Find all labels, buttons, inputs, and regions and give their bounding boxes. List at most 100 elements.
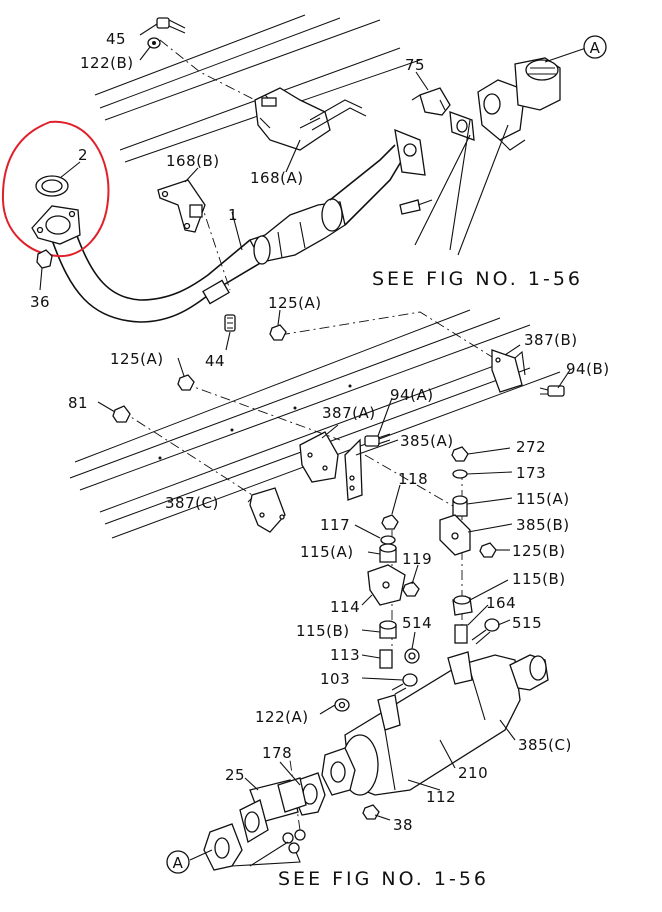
label-173: 173 <box>516 464 546 482</box>
collar-164 <box>454 624 468 644</box>
label-168a: 168(A) <box>250 169 304 187</box>
svg-text:A: A <box>590 39 601 57</box>
label-112: 112 <box>426 788 456 806</box>
front-pipe-1 <box>51 128 426 323</box>
label-387c: 387(C) <box>165 494 219 512</box>
label-1: 1 <box>228 206 238 224</box>
label-168b: 168(B) <box>166 152 220 170</box>
label-115a-2: 115(A) <box>300 543 354 561</box>
label-115a-1: 115(A) <box>516 490 570 508</box>
nut-122a <box>334 698 350 712</box>
label-94a: 94(A) <box>390 386 434 404</box>
highlight-circle <box>1 120 110 258</box>
nut-118 <box>381 514 399 530</box>
label-see-fig-2: SEE FIG NO. 1-56 <box>278 868 489 890</box>
bolt-515 <box>471 618 500 645</box>
label-210: 210 <box>458 764 488 782</box>
bolt-44 <box>224 314 236 332</box>
label-75: 75 <box>405 56 425 74</box>
label-387b: 387(B) <box>524 331 578 349</box>
label-178: 178 <box>262 744 292 762</box>
bolt-94a <box>364 433 391 447</box>
hanger-168b <box>157 179 206 233</box>
bolt-103 <box>391 673 418 695</box>
rubber-115a-2 <box>379 543 397 563</box>
leader-lines <box>39 23 587 867</box>
nut-125a-1 <box>269 324 287 341</box>
rubber-115b-1 <box>452 595 473 616</box>
label-45: 45 <box>106 30 126 48</box>
label-114: 114 <box>330 598 360 616</box>
label-115b-1: 115(B) <box>512 570 566 588</box>
bracket-385c <box>377 651 473 731</box>
label-387a: 387(A) <box>322 404 376 422</box>
label-see-fig-1: SEE FIG NO. 1-56 <box>372 268 583 290</box>
label-113: 113 <box>330 646 360 664</box>
gasket-2 <box>35 175 69 197</box>
label-514: 514 <box>402 614 432 632</box>
bracket-387a <box>299 431 339 483</box>
hanger-168a <box>254 87 367 151</box>
label-25: 25 <box>225 766 245 784</box>
label-94b: 94(B) <box>566 360 610 378</box>
rubber-115a-1 <box>452 495 468 517</box>
label-385a: 385(A) <box>400 432 454 450</box>
washer-173 <box>452 469 468 479</box>
label-385c: 385(C) <box>518 736 572 754</box>
bolt-front <box>399 199 433 215</box>
label-125a-1: 125(A) <box>268 294 322 312</box>
part-75 <box>411 87 451 116</box>
bracket-387b <box>491 349 526 393</box>
label-118: 118 <box>398 470 428 488</box>
label-385b: 385(B) <box>516 516 570 534</box>
callout-a-bottom: A <box>166 850 190 874</box>
callout-a-top: A <box>583 35 607 59</box>
muffler-210 <box>341 654 549 796</box>
label-117: 117 <box>320 516 350 534</box>
nut-122b <box>147 37 161 49</box>
nut-514 <box>404 648 420 664</box>
bolt-45 <box>156 17 186 34</box>
bracket-385a <box>344 438 363 501</box>
bolts-bottom <box>282 829 306 854</box>
nut-36 <box>36 249 53 269</box>
bracket-385b <box>439 514 471 556</box>
label-38: 38 <box>393 816 413 834</box>
label-122a: 122(A) <box>255 708 309 726</box>
bracket-387c <box>249 487 286 533</box>
frame-rail-middle <box>69 309 561 539</box>
washer-117 <box>380 535 396 545</box>
label-115b-2: 115(B) <box>296 622 350 640</box>
gasket-bottom <box>203 823 243 871</box>
flange-112 <box>321 747 356 796</box>
label-44: 44 <box>205 352 225 370</box>
label-103: 103 <box>320 670 350 688</box>
label-2: 2 <box>78 146 88 164</box>
label-36: 36 <box>30 293 50 311</box>
label-272: 272 <box>516 438 546 456</box>
nut-125b <box>479 542 497 558</box>
label-122b: 122(B) <box>80 54 134 72</box>
label-81: 81 <box>68 394 88 412</box>
label-515: 515 <box>512 614 542 632</box>
bracket-114 <box>367 564 406 606</box>
flange-front-pipe <box>31 205 81 245</box>
nut-81 <box>112 405 131 423</box>
nut-272 <box>451 446 469 462</box>
nut-119 <box>402 581 420 597</box>
label-164: 164 <box>486 594 516 612</box>
nut-125a-2 <box>177 374 195 391</box>
label-125a-2: 125(A) <box>110 350 164 368</box>
gasket-plate <box>449 111 475 141</box>
pipe-25 <box>239 777 307 844</box>
rubber-115b-2 <box>379 620 397 639</box>
nut-38 <box>362 804 380 820</box>
label-119: 119 <box>402 550 432 568</box>
frame-rail-upper <box>94 14 421 163</box>
bolt-94b <box>539 385 565 397</box>
label-125b: 125(B) <box>512 542 566 560</box>
collar-113 <box>379 649 393 669</box>
svg-text:A: A <box>173 854 184 872</box>
